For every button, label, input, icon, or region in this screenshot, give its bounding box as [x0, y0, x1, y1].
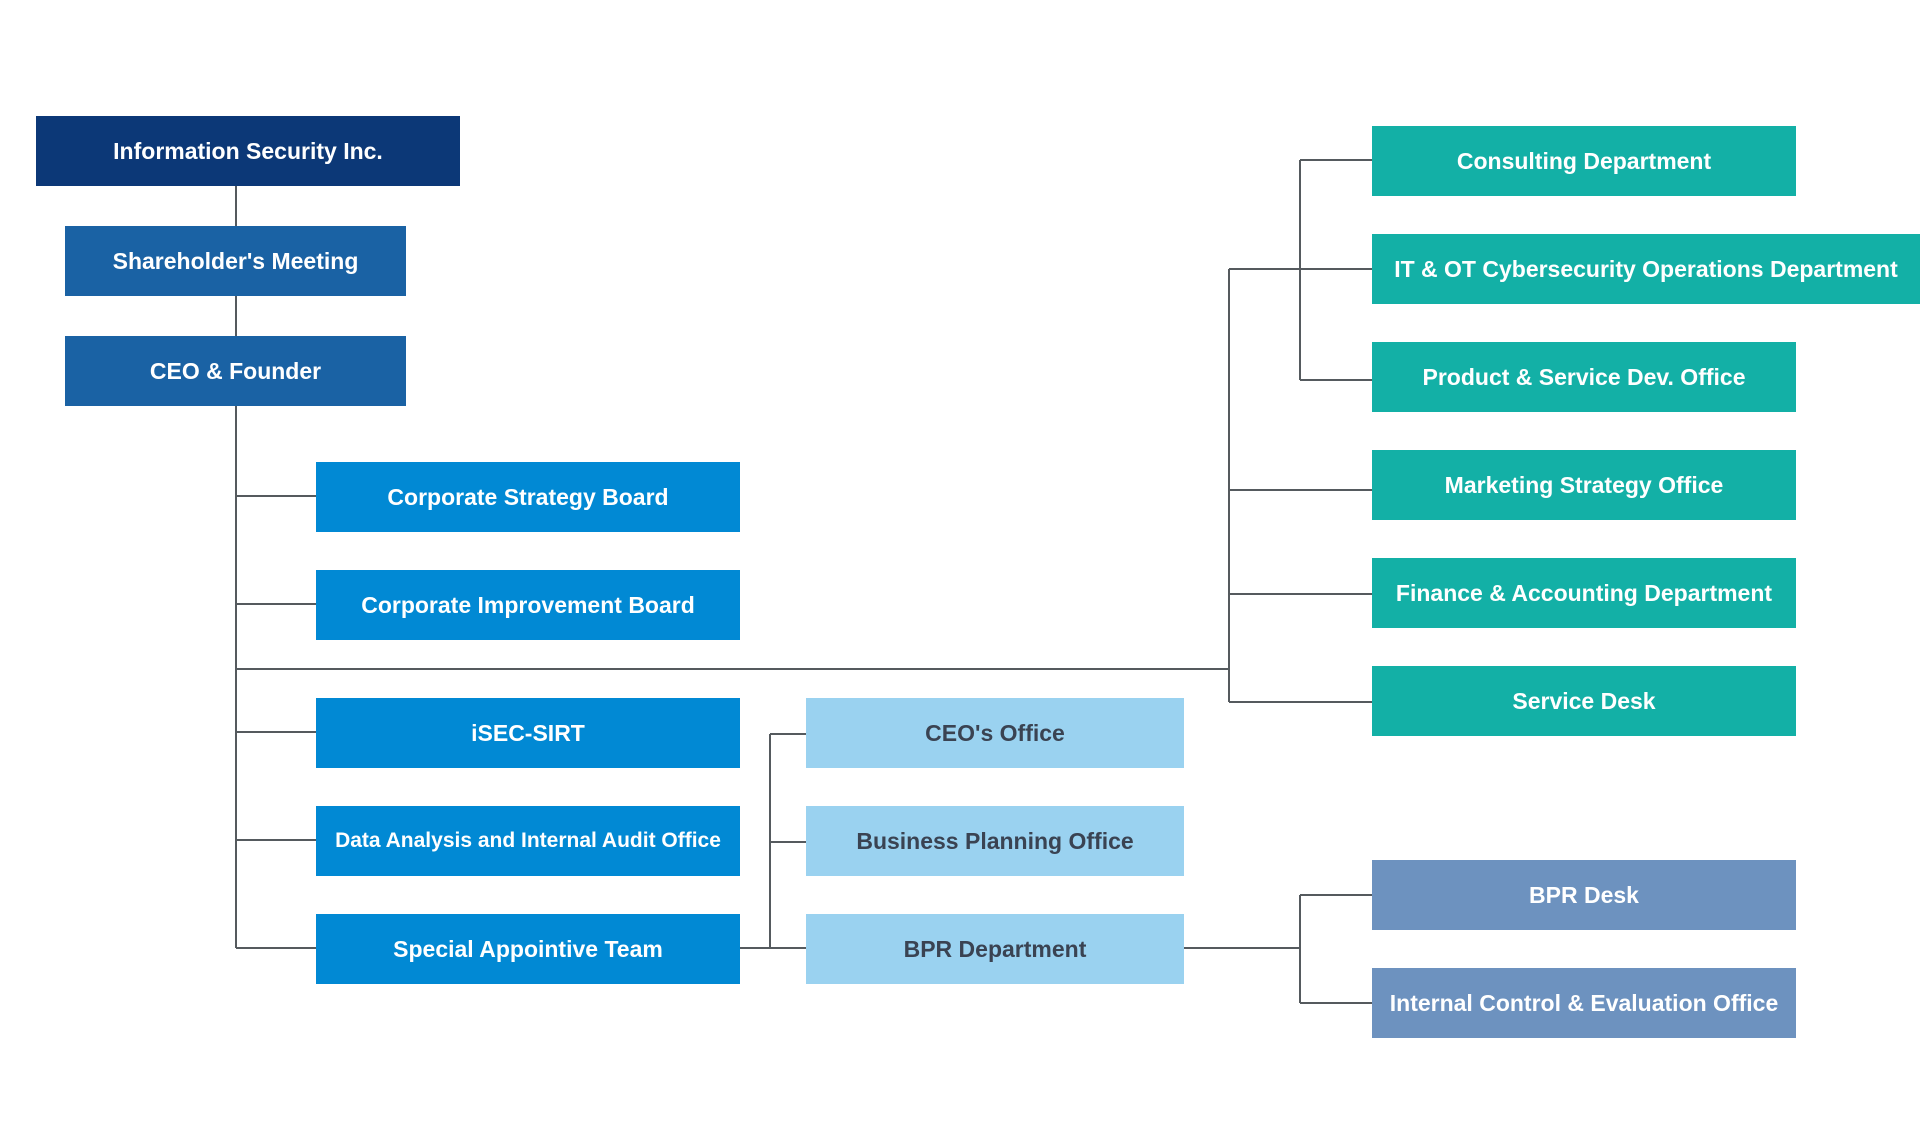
isec-sirt-node: iSEC-SIRT [316, 698, 740, 768]
ceo-office-node: CEO's Office [806, 698, 1184, 768]
service-desk-node: Service Desk [1372, 666, 1796, 736]
bpr-desk-node: BPR Desk [1372, 860, 1796, 930]
internal-control-evaluation-office-node: Internal Control & Evaluation Office [1372, 968, 1796, 1038]
company-node: Information Security Inc. [36, 116, 460, 186]
ceo-node: CEO & Founder [65, 336, 406, 406]
corporate-strategy-board-node: Corporate Strategy Board [316, 462, 740, 532]
it-ot-cybersecurity-department-node: IT & OT Cybersecurity Operations Departm… [1372, 234, 1920, 304]
bpr-department-node: BPR Department [806, 914, 1184, 984]
special-appointive-team-node: Special Appointive Team [316, 914, 740, 984]
data-analysis-audit-office-node: Data Analysis and Internal Audit Office [316, 806, 740, 876]
consulting-department-node: Consulting Department [1372, 126, 1796, 196]
marketing-strategy-office-node: Marketing Strategy Office [1372, 450, 1796, 520]
product-service-dev-office-node: Product & Service Dev. Office [1372, 342, 1796, 412]
corporate-improvement-board-node: Corporate Improvement Board [316, 570, 740, 640]
business-planning-office-node: Business Planning Office [806, 806, 1184, 876]
finance-accounting-department-node: Finance & Accounting Department [1372, 558, 1796, 628]
shareholders-meeting-node: Shareholder's Meeting [65, 226, 406, 296]
